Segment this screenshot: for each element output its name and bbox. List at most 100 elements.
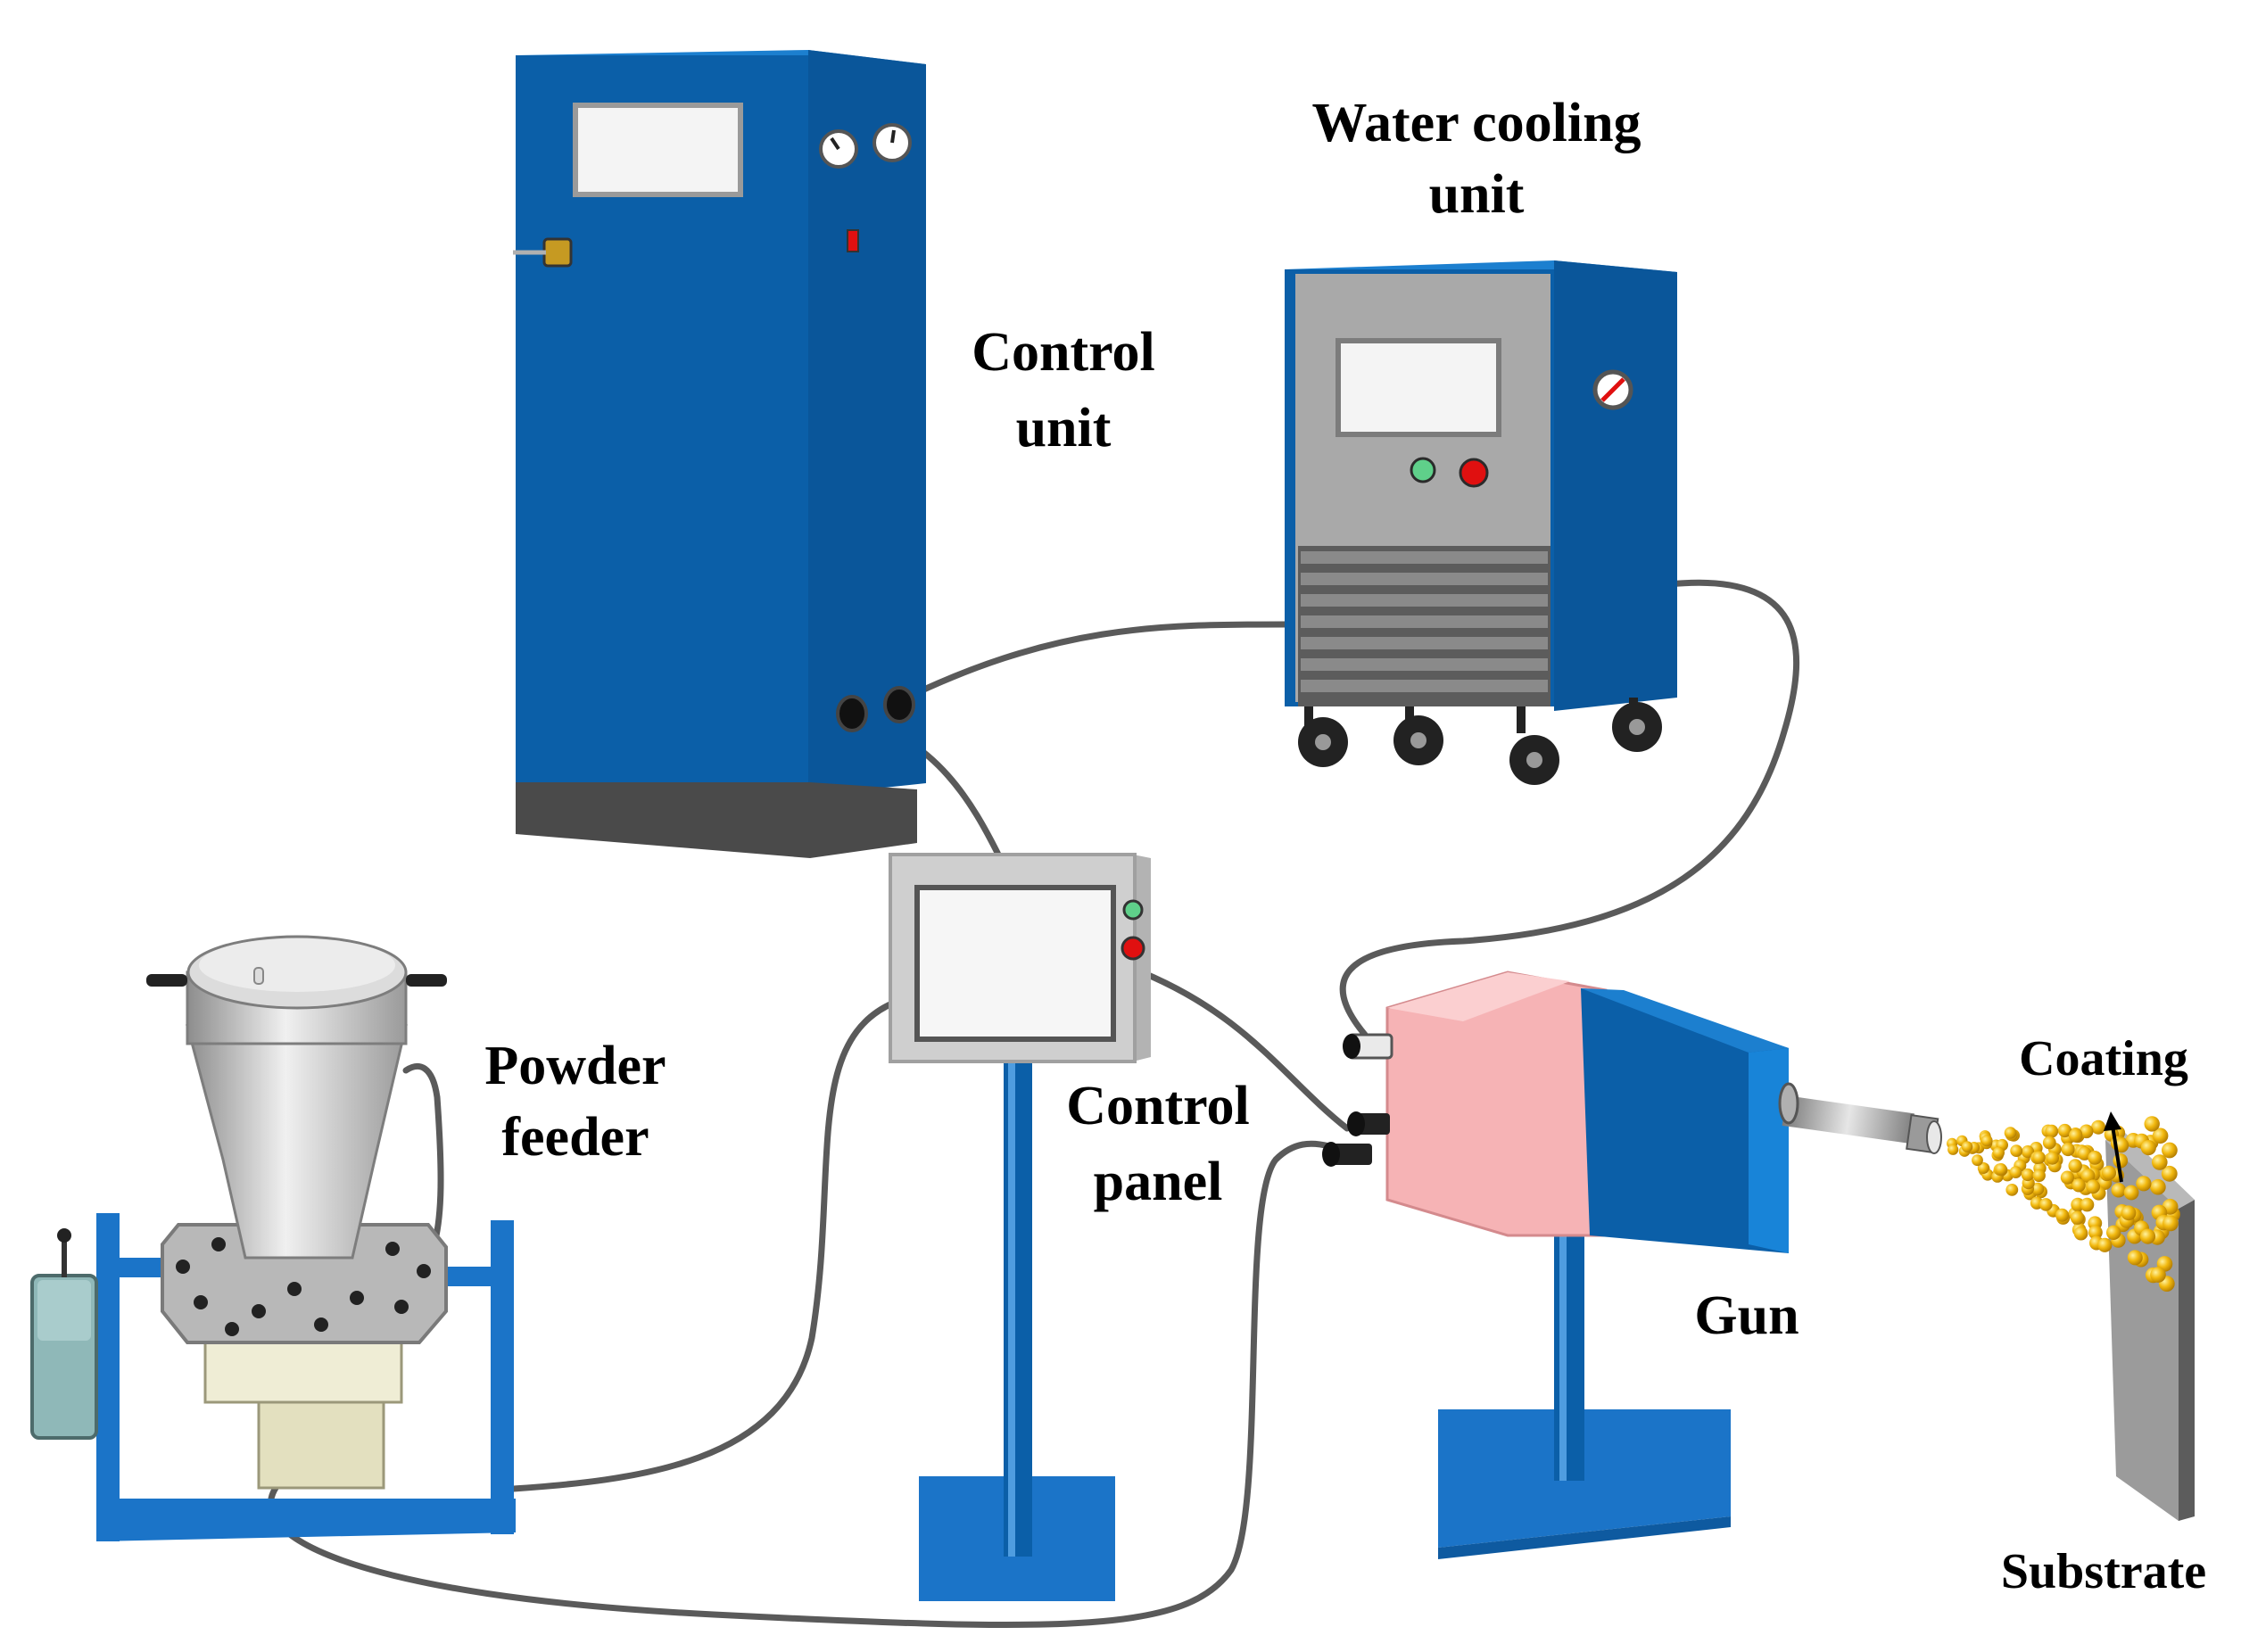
powder-particle bbox=[2162, 1215, 2179, 1232]
powder-particle bbox=[2045, 1124, 2059, 1138]
powder-particle bbox=[2127, 1250, 2143, 1266]
gun-nozzle-barrel bbox=[1782, 1095, 1914, 1144]
powder-feeder bbox=[30, 935, 516, 1541]
cooling-vent-grille bbox=[1298, 546, 1551, 706]
powder-particle bbox=[2021, 1145, 2035, 1159]
powder-particle bbox=[2140, 1140, 2156, 1156]
gun-connectors bbox=[1322, 1033, 1393, 1167]
powder-particle bbox=[2030, 1182, 2045, 1196]
panel-green-led bbox=[1122, 899, 1144, 921]
spray-gun bbox=[1322, 971, 1942, 1559]
powder-particle bbox=[2091, 1119, 2106, 1135]
powder-particle bbox=[2032, 1151, 2046, 1164]
powder-particle bbox=[2057, 1123, 2072, 1138]
powder-spray-particles bbox=[1947, 1116, 2180, 1292]
cable-control-unit-to-cooling bbox=[889, 621, 1288, 708]
powder-particle bbox=[2068, 1128, 2083, 1143]
powder-particle bbox=[2009, 1166, 2022, 1178]
cabinet-base bbox=[516, 782, 917, 858]
powder-particle bbox=[2010, 1144, 2023, 1157]
cooling-side bbox=[1554, 260, 1677, 711]
powder-particle bbox=[2101, 1165, 2117, 1180]
stop-button bbox=[1459, 458, 1489, 488]
powder-particle bbox=[2042, 1136, 2056, 1150]
powder-particle bbox=[2088, 1151, 2103, 1165]
powder-particle bbox=[2162, 1142, 2178, 1159]
labels: Water cooling unit Control unit Powder f… bbox=[484, 93, 2206, 1599]
gun-front-body bbox=[1581, 988, 1789, 1253]
start-button bbox=[1410, 457, 1436, 483]
cable-panel-to-gun bbox=[1138, 969, 1351, 1132]
powder-particle bbox=[2046, 1151, 2060, 1165]
feeder-lower-block bbox=[257, 1397, 385, 1490]
powder-particle bbox=[2139, 1228, 2156, 1244]
label-water-cooling-unit: unit bbox=[1429, 164, 1525, 225]
powder-particle bbox=[2106, 1225, 2121, 1241]
cooling-display bbox=[1336, 338, 1501, 437]
pressure-gauge-icon bbox=[819, 129, 858, 169]
powder-particle bbox=[2068, 1159, 2082, 1173]
powder-particle bbox=[2152, 1154, 2168, 1170]
label-control-panel: Control bbox=[1066, 1076, 1250, 1136]
label-coating: Coating bbox=[2019, 1031, 2188, 1086]
powder-particle bbox=[1961, 1141, 1973, 1152]
powder-particle bbox=[2073, 1226, 2088, 1241]
panel-red-led bbox=[1120, 936, 1145, 961]
cabinet-side bbox=[808, 50, 926, 796]
temperature-gauge-icon bbox=[1592, 369, 1633, 410]
powder-particle bbox=[1992, 1146, 2005, 1160]
powder-particle bbox=[2150, 1267, 2166, 1283]
powder-particle bbox=[2136, 1176, 2152, 1192]
powder-particle bbox=[2070, 1210, 2085, 1225]
powder-particle bbox=[1947, 1144, 1959, 1155]
cable-panel-to-feeder bbox=[496, 1000, 896, 1493]
powder-particle bbox=[1995, 1163, 2007, 1176]
powder-particle bbox=[2123, 1185, 2139, 1201]
label-control-unit: Control bbox=[972, 322, 1155, 383]
powder-particle bbox=[1972, 1154, 1983, 1167]
cabinet-door-handle bbox=[542, 237, 573, 268]
label-control-unit-2: unit bbox=[1016, 398, 1112, 458]
powder-particle bbox=[2079, 1124, 2094, 1139]
cabinet-connectors bbox=[836, 686, 915, 732]
feeder-frame-base bbox=[96, 1499, 516, 1541]
coating-arrow bbox=[2104, 1111, 2123, 1183]
powder-particle bbox=[2080, 1197, 2095, 1212]
cable-cooling-to-gun bbox=[1339, 579, 1800, 1038]
powder-particle bbox=[2032, 1169, 2046, 1183]
label-substrate: Substrate bbox=[2001, 1544, 2206, 1599]
label-powder-feeder: feeder bbox=[501, 1107, 649, 1168]
water-cooling-unit bbox=[1285, 260, 1677, 785]
feeder-mid-block bbox=[203, 1336, 403, 1404]
powder-particle bbox=[2088, 1225, 2103, 1240]
powder-particle bbox=[2161, 1165, 2178, 1182]
powder-particle bbox=[2080, 1169, 2096, 1183]
control-unit-cabinet bbox=[513, 50, 926, 858]
pressure-gauge-icon bbox=[872, 123, 912, 162]
powder-particle bbox=[2061, 1142, 2075, 1157]
powder-particle bbox=[2071, 1178, 2086, 1193]
powder-particle bbox=[2150, 1178, 2166, 1195]
powder-particle bbox=[2121, 1205, 2137, 1221]
powder-particle bbox=[2055, 1208, 2069, 1222]
label-water-cooling: Water cooling bbox=[1311, 93, 1641, 153]
label-control-panel-2: panel bbox=[1094, 1152, 1223, 1212]
cabinet-display bbox=[573, 103, 743, 197]
cooling-wheels bbox=[1298, 698, 1662, 785]
cable-feeder-to-gun bbox=[267, 1140, 1333, 1628]
powder-particle bbox=[2086, 1179, 2101, 1194]
powder-particle bbox=[1977, 1162, 1989, 1174]
powder-particle bbox=[2097, 1237, 2113, 1252]
powder-particle bbox=[2005, 1184, 2019, 1196]
powder-particle bbox=[2039, 1198, 2053, 1211]
powder-particle bbox=[2111, 1183, 2126, 1198]
gun-stand-pole bbox=[1554, 1222, 1584, 1481]
powder-particle bbox=[2021, 1168, 2034, 1182]
cabinet-switch bbox=[847, 229, 859, 252]
panel-screen bbox=[914, 885, 1116, 1042]
powder-particle bbox=[2152, 1127, 2169, 1144]
control-panel bbox=[889, 853, 1151, 1601]
powder-particle bbox=[2004, 1127, 2017, 1139]
powder-particle bbox=[2060, 1170, 2074, 1185]
